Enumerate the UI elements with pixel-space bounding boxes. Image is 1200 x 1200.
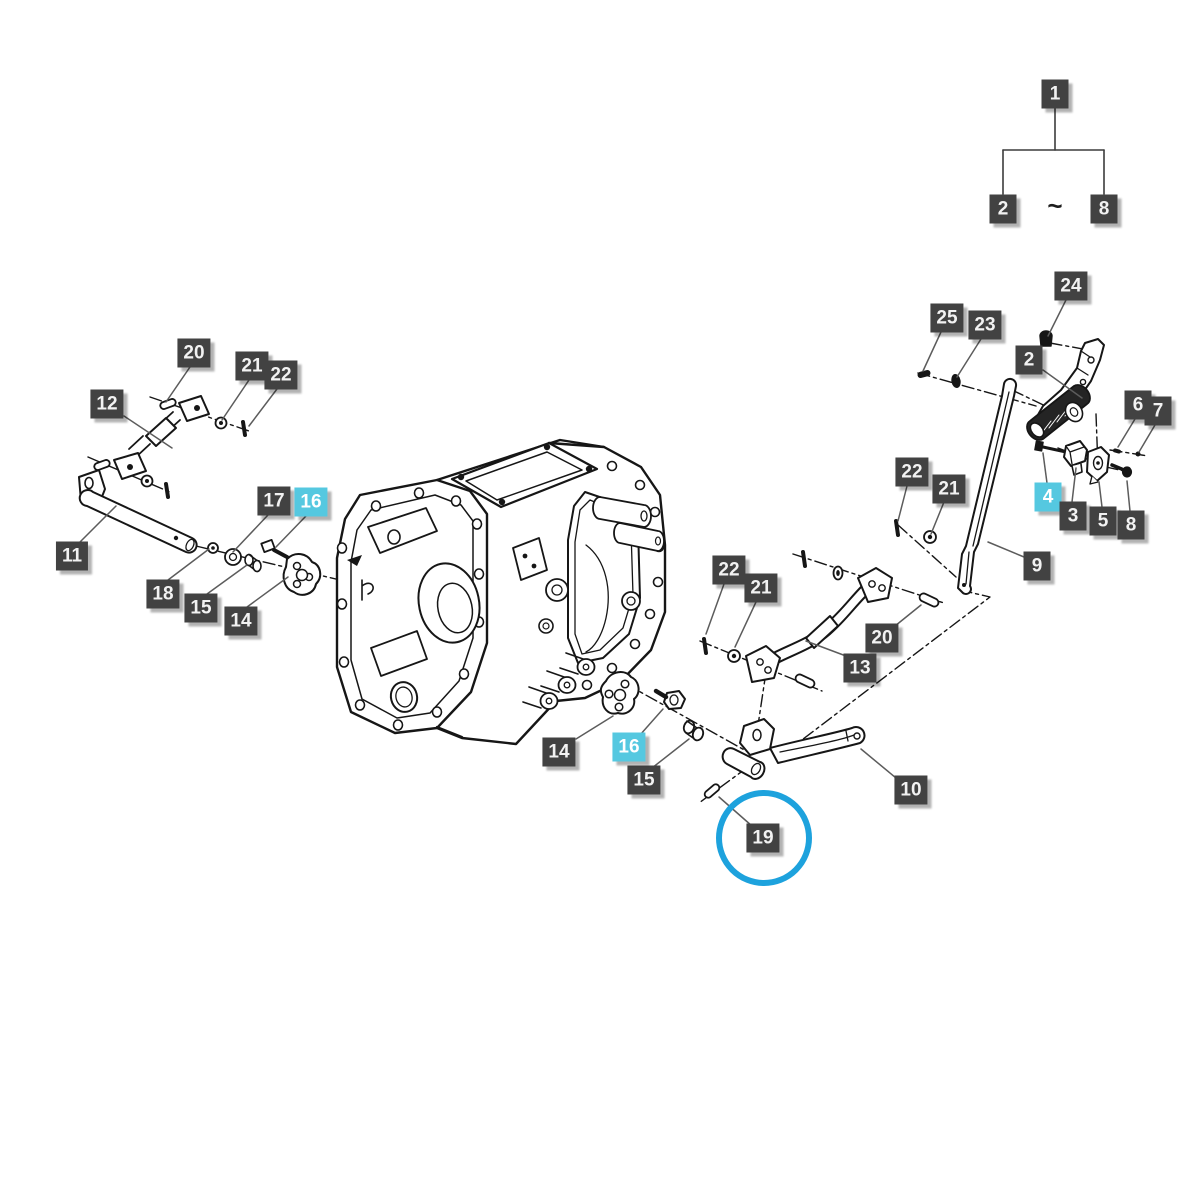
part-label-11[interactable]: 11 bbox=[55, 541, 89, 571]
part-label-2[interactable]: 2 bbox=[1015, 345, 1043, 375]
part-label-4[interactable]: 4 bbox=[1034, 482, 1062, 512]
linkage-rod-13 bbox=[702, 519, 940, 689]
part-label-16-bottom[interactable]: 16 bbox=[612, 732, 646, 762]
part-label-14-left[interactable]: 14 bbox=[224, 606, 258, 636]
part-label-8[interactable]: 8 bbox=[1117, 510, 1145, 540]
left-linkage-parts bbox=[78, 395, 322, 596]
part-label-19[interactable]: 19 bbox=[746, 823, 780, 853]
bottom-cover-parts bbox=[599, 671, 705, 742]
part-label-12[interactable]: 12 bbox=[90, 389, 124, 419]
part-label-15-left[interactable]: 15 bbox=[184, 593, 218, 623]
handle-assembly-parts bbox=[917, 330, 1141, 485]
part-label-21-mid[interactable]: 21 bbox=[744, 573, 778, 603]
part-label-20-mid[interactable]: 20 bbox=[865, 623, 899, 653]
part-label-7[interactable]: 7 bbox=[1144, 396, 1172, 426]
part-label-18[interactable]: 18 bbox=[146, 579, 180, 609]
transmission-housing bbox=[335, 438, 667, 746]
tree-bracket bbox=[1002, 107, 1105, 195]
part-label-3[interactable]: 3 bbox=[1059, 501, 1087, 531]
part-label-15-bottom[interactable]: 15 bbox=[627, 765, 661, 795]
part-label-22-left[interactable]: 22 bbox=[264, 360, 298, 390]
part-label-25[interactable]: 25 bbox=[930, 303, 964, 333]
part-label-22-right[interactable]: 22 bbox=[895, 457, 929, 487]
part-label-5[interactable]: 5 bbox=[1089, 506, 1117, 536]
part-label-22-mid[interactable]: 22 bbox=[712, 555, 746, 585]
part-label-21-left[interactable]: 21 bbox=[235, 351, 269, 381]
leader-lines bbox=[79, 299, 1156, 827]
part-label-14-bottom[interactable]: 14 bbox=[542, 737, 576, 767]
tree-range-separator: ~ bbox=[1047, 190, 1063, 221]
highlight-circle bbox=[716, 790, 812, 886]
part-label-10[interactable]: 10 bbox=[894, 775, 928, 805]
part-label-16-left[interactable]: 16 bbox=[294, 487, 328, 517]
part-label-23[interactable]: 23 bbox=[968, 310, 1002, 340]
shift-rod-9 bbox=[957, 377, 1018, 595]
part-label-8-range[interactable]: 8 bbox=[1090, 194, 1118, 224]
part-label-24[interactable]: 24 bbox=[1054, 271, 1088, 301]
part-label-9[interactable]: 9 bbox=[1023, 551, 1051, 581]
part-label-17[interactable]: 17 bbox=[257, 486, 291, 516]
part-label-1[interactable]: 1 bbox=[1041, 79, 1069, 109]
lever-arm-10 bbox=[703, 718, 866, 799]
part-label-2-range[interactable]: 2 bbox=[989, 194, 1017, 224]
part-label-13[interactable]: 13 bbox=[843, 653, 877, 683]
part-label-20-left[interactable]: 20 bbox=[177, 338, 211, 368]
part-label-21-right[interactable]: 21 bbox=[932, 474, 966, 504]
